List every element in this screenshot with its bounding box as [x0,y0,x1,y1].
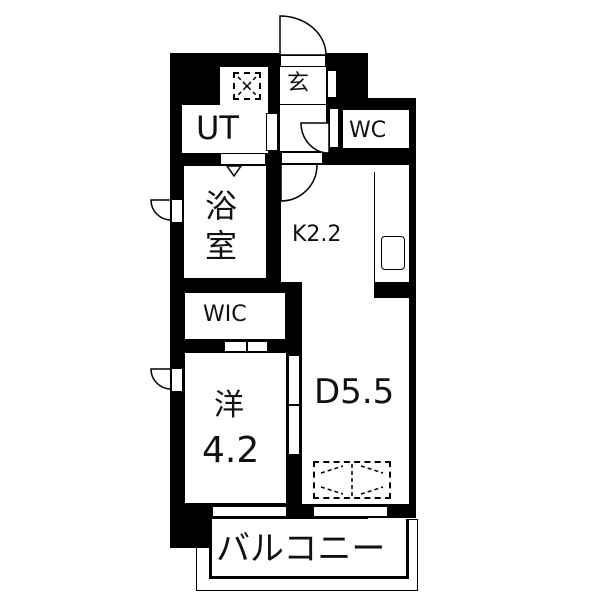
sliding-door-split [288,404,300,406]
balcony-inner [209,519,409,579]
ut-door-frame [266,113,278,151]
dining-balcony-window [313,506,388,517]
room-label-entrance: 玄 [287,71,310,96]
wc-door-frame [329,108,339,148]
western-exterior-door-icon [150,368,172,390]
room-label-kitchen: K2.2 [292,222,342,247]
kitchen-lower [302,280,374,300]
kitchen-counter [374,172,409,282]
bath-exterior-door-icon [150,199,172,221]
room-western [185,353,286,503]
room-label-bath-1: 浴 [205,187,238,225]
room-bathroom [184,166,266,278]
room-label-western-1: 洋 [214,388,244,423]
room-label-wic: WIC [203,302,247,327]
western-balcony-window [212,506,287,517]
room-entrance [280,66,326,104]
washer-space-icon [233,72,261,100]
room-label-balcony: バルコニー [216,529,386,569]
air-conditioner-icon [313,461,391,499]
room-label-dining: D5.5 [314,372,395,412]
kitchen-door-icon [280,164,318,202]
bath-door-arrow-icon [225,165,243,178]
shoe-cabinet [327,70,337,98]
bath-window [171,199,183,223]
room-wic [185,293,285,339]
wic-door-split [246,341,248,352]
washer-cross-icon [237,76,257,96]
ac-pattern-icon [320,464,384,496]
room-utility [182,105,268,153]
room-wc [343,110,409,148]
entrance-step [280,55,326,67]
room-label-ut: UT [196,109,239,147]
sink-icon [381,236,405,270]
entry-door-icon [279,15,327,56]
kitchen-door-frame [281,152,323,164]
balcony-left-wall [170,519,210,548]
room-label-bath-2: 室 [205,227,238,265]
room-dining [302,298,409,504]
western-window [171,368,183,392]
wc-door-icon [300,117,330,154]
bath-door-frame [220,153,266,165]
room-label-wc: WC [349,118,387,143]
room-label-western-2: 4.2 [202,430,260,471]
room-kitchen [281,165,409,282]
